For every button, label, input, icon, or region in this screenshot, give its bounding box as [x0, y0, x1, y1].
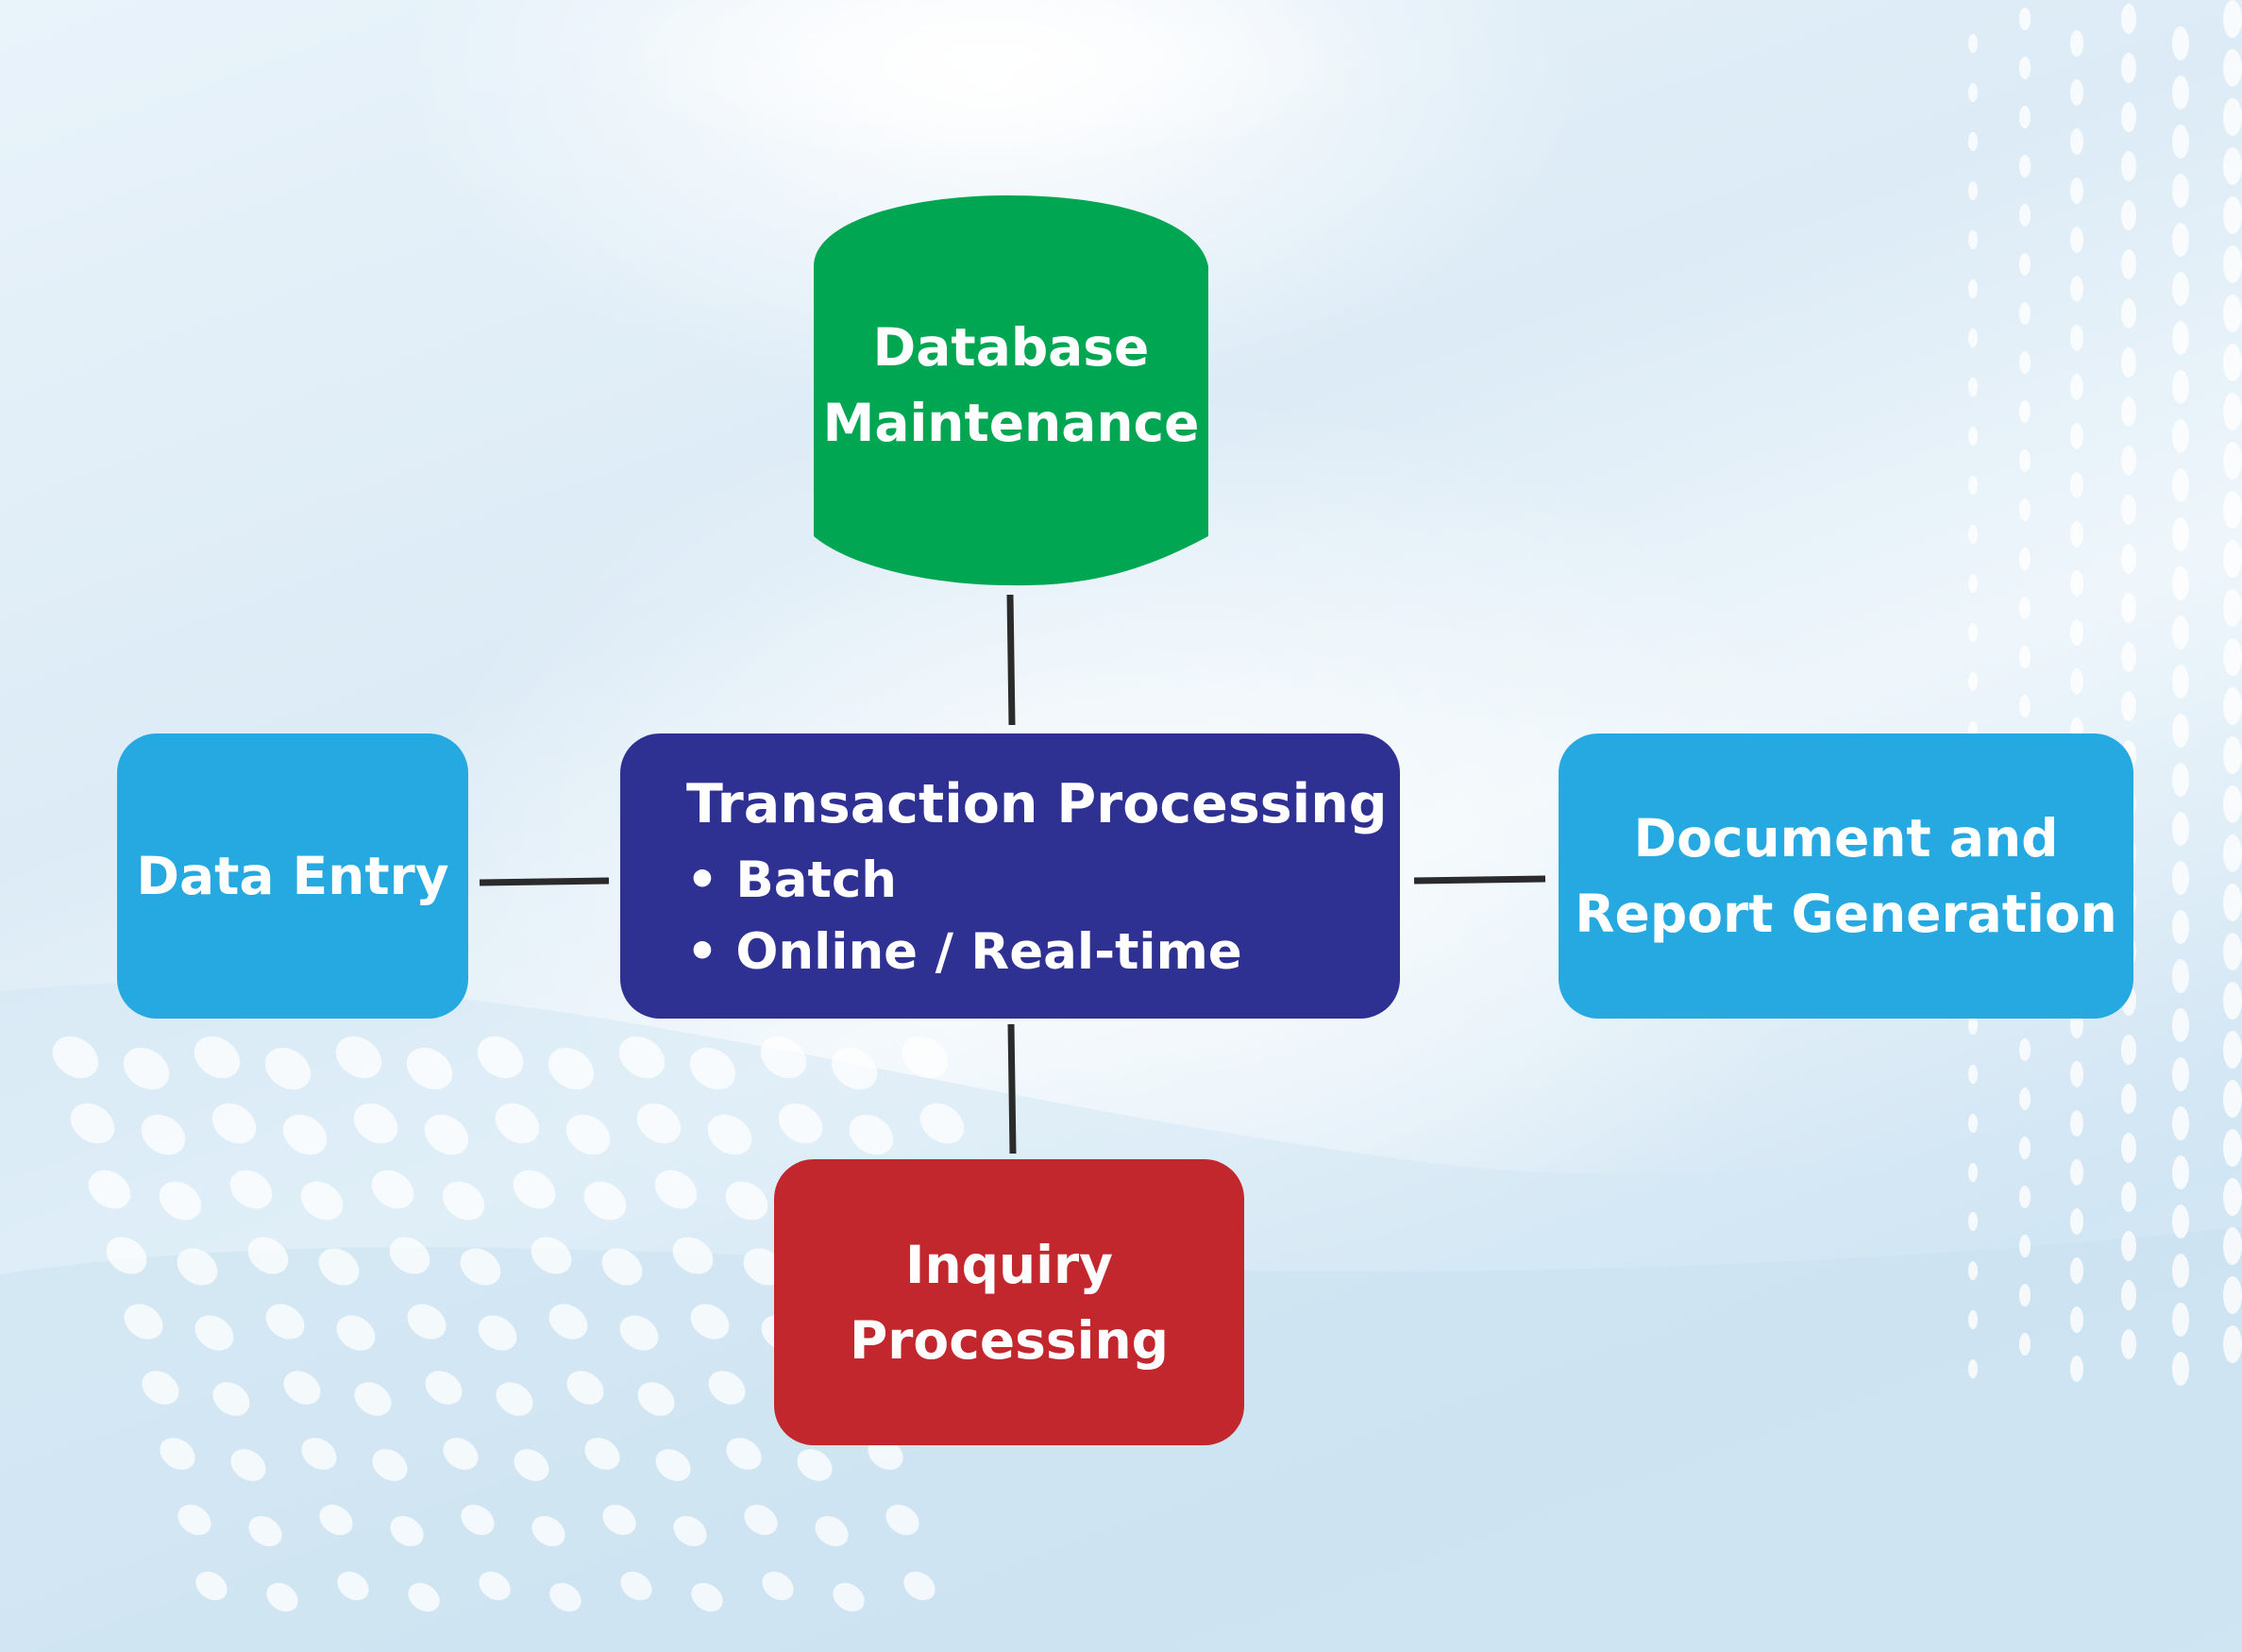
database-label-line1: Database — [872, 316, 1150, 378]
transaction-title: Transaction Processing — [686, 773, 1388, 835]
report-label-line1: Document and — [1633, 808, 2059, 868]
database-label-line2: Maintenance — [822, 392, 1200, 453]
transaction-bullet-batch: • Batch — [686, 851, 897, 909]
inquiry-label-line1: Inquiry — [905, 1234, 1113, 1295]
edge-transaction-report — [1413, 875, 1546, 885]
node-document-report-generation: Document and Report Generation — [1559, 733, 2133, 1019]
transaction-bullet-online: • Online / Real-time — [686, 923, 1242, 981]
inquiry-label-line2: Processing — [850, 1309, 1169, 1371]
node-transaction-processing: Transaction Processing • Batch • Online … — [620, 733, 1400, 1019]
connectors — [479, 594, 1546, 1155]
node-inquiry-processing: Inquiry Processing — [774, 1159, 1244, 1445]
data-entry-label: Data Entry — [136, 846, 449, 906]
report-label-line2: Report Generation — [1575, 884, 2117, 944]
edge-dataentry-transaction — [479, 877, 610, 886]
node-data-entry: Data Entry — [117, 733, 468, 1019]
edge-transaction-inquiry — [1007, 1023, 1017, 1155]
edge-database-transaction — [1006, 594, 1016, 726]
database-cylinder-shape — [814, 195, 1208, 586]
node-database-maintenance: Database Maintenance — [814, 194, 1208, 576]
